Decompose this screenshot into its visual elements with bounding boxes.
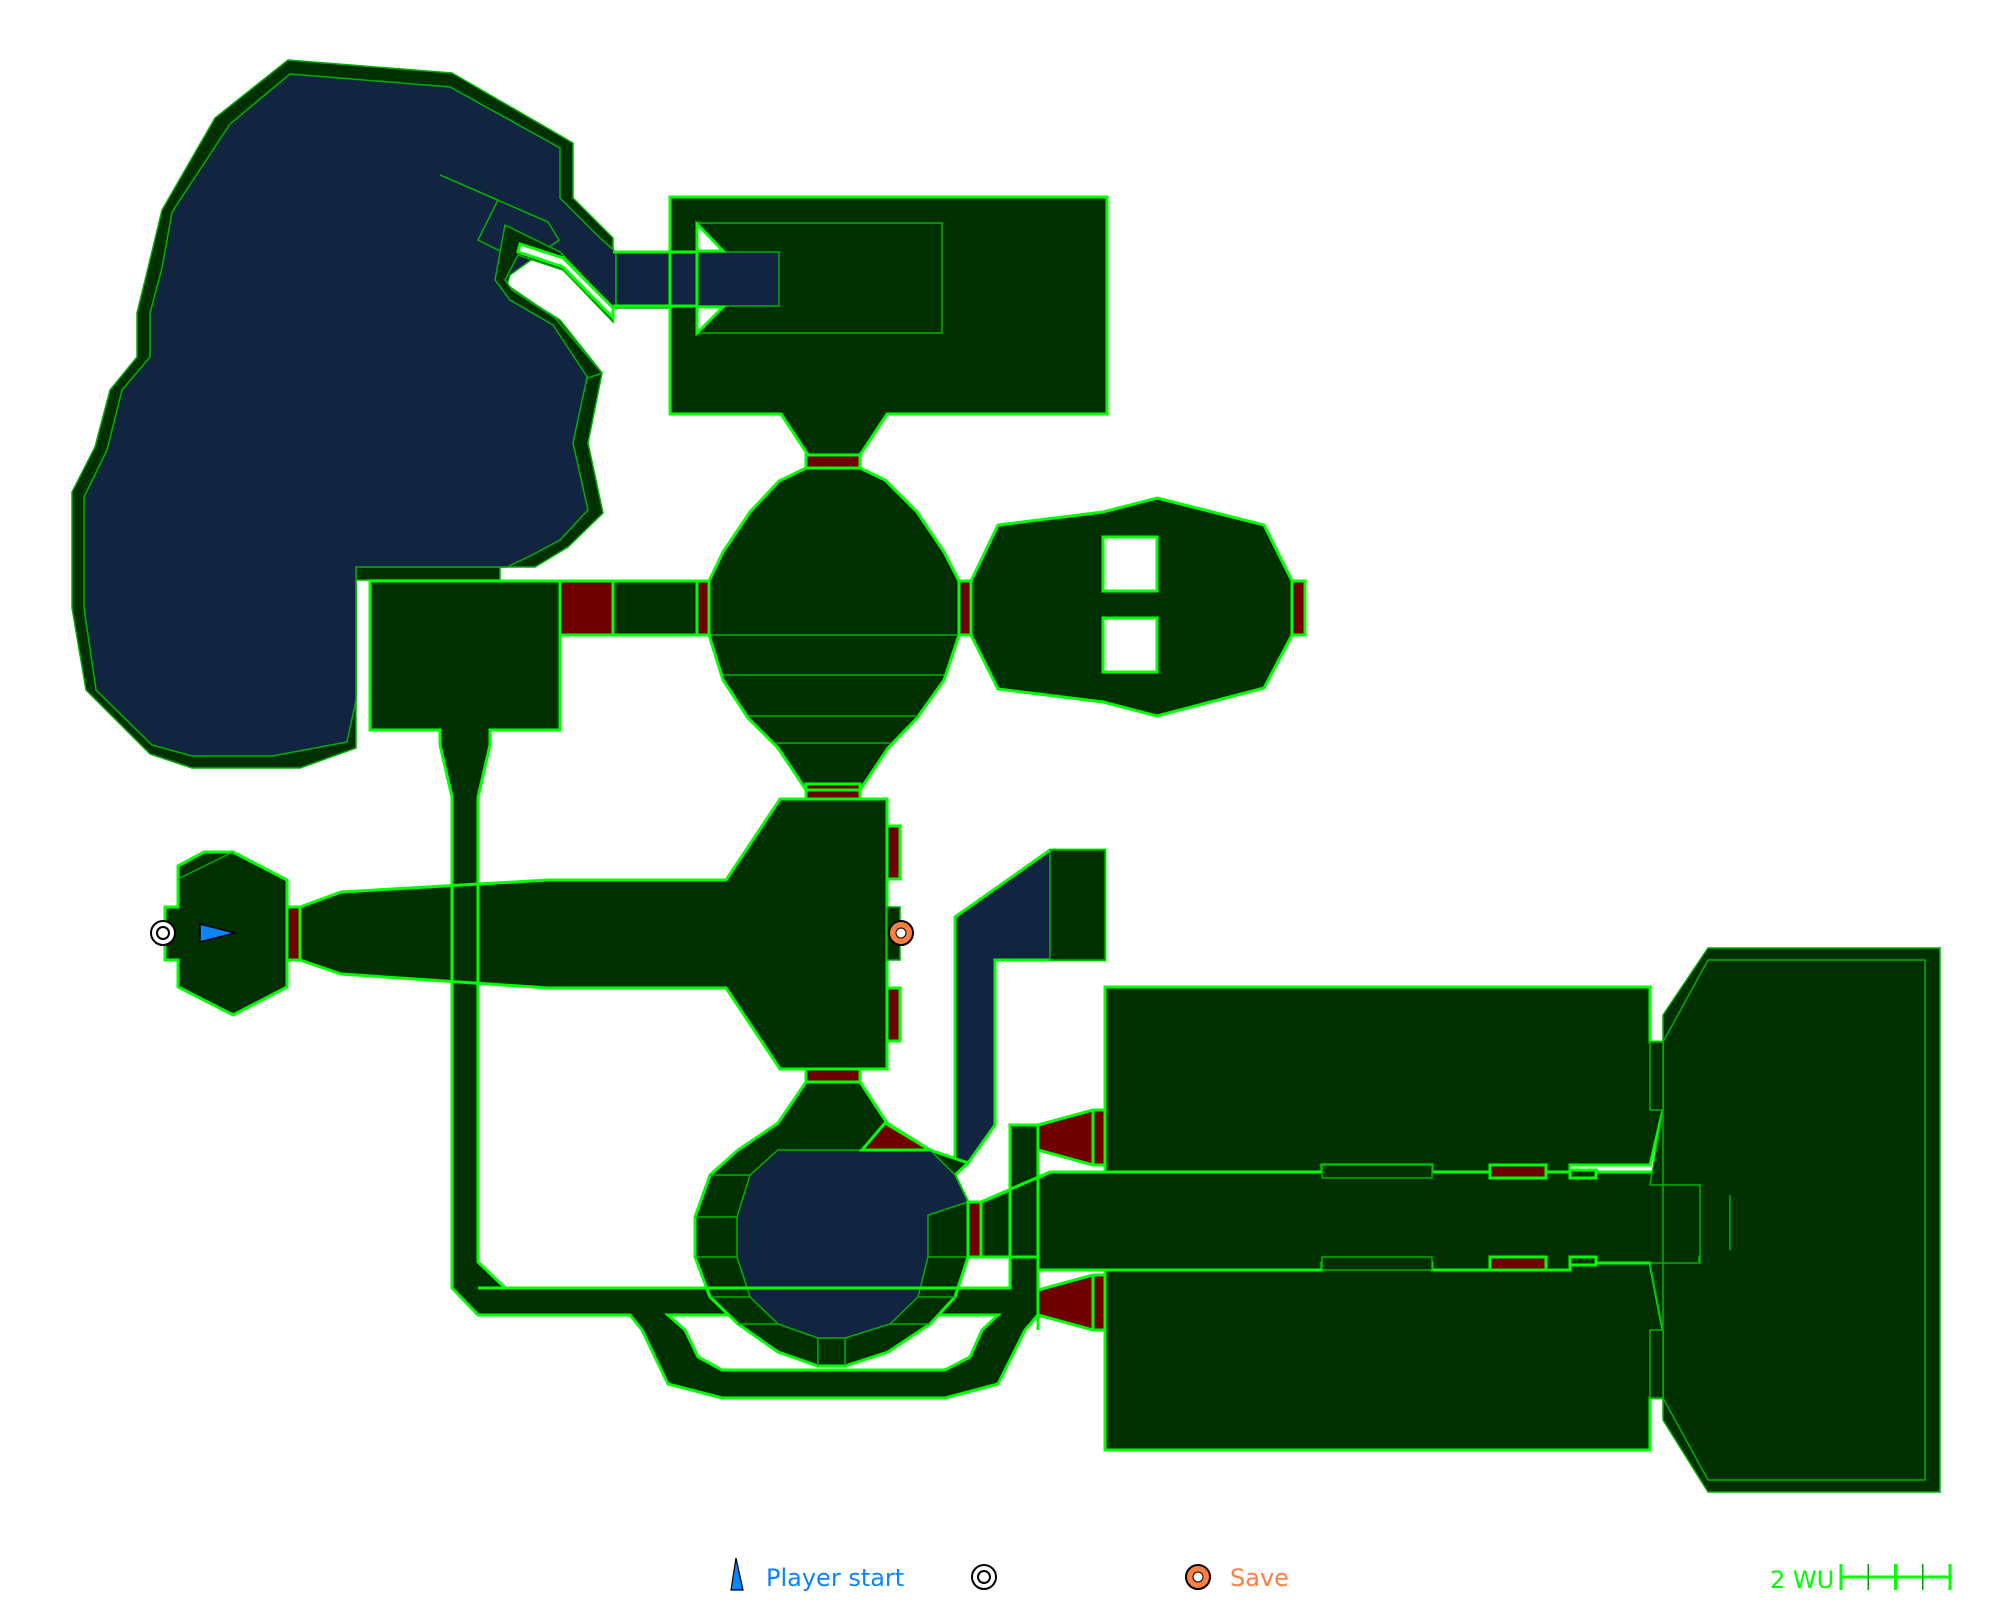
- door-west-corridor[interactable]: [558, 579, 615, 637]
- se-room-gap: [1321, 1256, 1433, 1271]
- west-corridor: [611, 579, 699, 637]
- markers: [150, 920, 914, 946]
- door-north[interactable]: [804, 453, 862, 470]
- north-room-notch-top: [695, 220, 727, 253]
- hub-floor: [707, 466, 961, 792]
- east-pillar-room: [969, 496, 1307, 718]
- north-room: [613, 195, 1109, 470]
- player-start-marker[interactable]: [199, 923, 236, 943]
- door-water-room-east[interactable]: [966, 1200, 983, 1259]
- door-hub-east[interactable]: [957, 579, 973, 637]
- lake-inlet: [516, 242, 615, 322]
- door-start-room[interactable]: [285, 905, 302, 962]
- legend-save-label: Save: [1230, 1564, 1289, 1592]
- northeast-room: [1103, 985, 1665, 1174]
- lake-area: [71, 59, 671, 769]
- legend: Player start Save: [730, 1557, 1289, 1592]
- channel-ledge: [1049, 849, 1106, 961]
- main-hall-floor: [298, 797, 889, 1071]
- ne-room-gap: [1321, 1164, 1433, 1179]
- se-room-step: [1568, 1255, 1598, 1267]
- teleport-marker[interactable]: [150, 920, 176, 946]
- door-hall-north-top[interactable]: [804, 788, 862, 801]
- main-hall: [163, 788, 902, 1084]
- scale-label: 2 WU: [1770, 1566, 1834, 1594]
- door-ne-room[interactable]: [1488, 1163, 1548, 1180]
- scale-ruler: [1839, 1564, 1952, 1590]
- legend-teleport-icon: [971, 1564, 997, 1590]
- southeast-room: [1103, 1261, 1665, 1452]
- scale-bar: 2 WU: [1770, 1564, 1952, 1594]
- central-hub: [695, 466, 973, 799]
- door-hall-south[interactable]: [804, 1067, 862, 1084]
- door-ne-ramp[interactable]: [1036, 1108, 1107, 1167]
- door-hall-east-1[interactable]: [885, 824, 902, 881]
- save-marker[interactable]: [888, 920, 914, 946]
- door-se-ramp[interactable]: [1036, 1273, 1107, 1332]
- east-channel: [953, 848, 1107, 1179]
- pillar-north: [1101, 535, 1159, 593]
- east-wing: [979, 947, 1941, 1493]
- north-room-notch-bottom: [695, 305, 727, 337]
- pillar-room-floor: [969, 496, 1294, 718]
- legend-player-start-icon: [730, 1557, 744, 1591]
- ne-connector: [1649, 1041, 1664, 1111]
- start-room-edge: [177, 851, 234, 880]
- legend-save-icon: [1185, 1564, 1211, 1590]
- door-pillar-east[interactable]: [1290, 579, 1307, 637]
- legend-player-start-label: Player start: [766, 1564, 904, 1592]
- water-room-pool: [736, 1149, 970, 1339]
- pillar-south: [1101, 616, 1159, 674]
- door-hall-east-2[interactable]: [885, 986, 902, 1043]
- north-room-floor: [668, 195, 1109, 457]
- east-corridor-ramp: [980, 1170, 1051, 1204]
- ramp-red-triangle: [858, 1121, 936, 1152]
- se-connector: [1649, 1329, 1664, 1399]
- door-se-room[interactable]: [1488, 1255, 1548, 1272]
- ne-room-step: [1568, 1168, 1598, 1180]
- door-hub-west[interactable]: [695, 579, 711, 637]
- south-water-room: [478, 1080, 1010, 1368]
- water-room-ring-lines: [695, 1174, 968, 1366]
